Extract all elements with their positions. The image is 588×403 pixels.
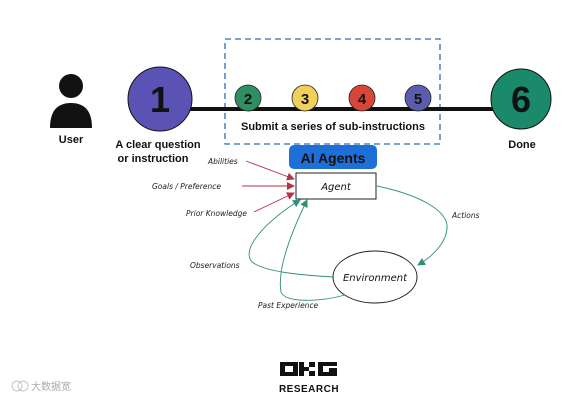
step-3-circle — [291, 84, 319, 112]
step-6-circle — [490, 68, 552, 130]
watermark-label: 大数据宽 — [31, 380, 71, 393]
step-3-number: 3 — [301, 91, 309, 108]
step-4-number: 4 — [358, 91, 367, 108]
step-1-circle — [127, 66, 193, 132]
prior-knowledge-arrow — [253, 192, 295, 213]
okg-logo-mark-icon — [280, 362, 337, 376]
environment-label: Environment — [343, 273, 408, 284]
watermark-icon — [11, 380, 29, 392]
done-label: Done — [508, 139, 536, 151]
step-6-number: 6 — [511, 79, 531, 120]
past-experience-arrow — [279, 199, 346, 301]
ai-agents-badge-label: AI Agents — [301, 150, 366, 166]
okg-research-label: RESEARCH — [279, 384, 339, 395]
step-2-circle — [234, 84, 262, 112]
abilities-arrow — [245, 160, 295, 181]
actions-label: Actions — [451, 211, 480, 220]
observations-label: Observations — [190, 261, 240, 270]
step-1-number: 1 — [150, 79, 170, 120]
ai-agents-badge — [289, 145, 377, 169]
user-label: User — [59, 134, 84, 146]
past-experience-label: Past Experience — [258, 301, 319, 310]
step-1-label-line2: or instruction — [118, 153, 189, 165]
step-1-label-line1: A clear question — [115, 139, 200, 151]
agent-box — [295, 172, 377, 200]
step-2-number: 2 — [244, 91, 252, 108]
step-5-number: 5 — [414, 91, 422, 108]
prior-knowledge-label: Prior Knowledge — [186, 209, 247, 218]
abilities-label: Abilities — [207, 157, 238, 166]
agent-box-label: Agent — [320, 182, 352, 193]
goals-label: Goals / Preference — [152, 182, 221, 191]
user-icon — [50, 74, 92, 128]
actions-arrow — [376, 185, 448, 266]
observations-arrow — [248, 199, 334, 278]
step-4-circle — [348, 84, 376, 112]
sub-instructions-label: Submit a series of sub-instructions — [241, 121, 425, 133]
step-5-circle — [404, 84, 432, 112]
